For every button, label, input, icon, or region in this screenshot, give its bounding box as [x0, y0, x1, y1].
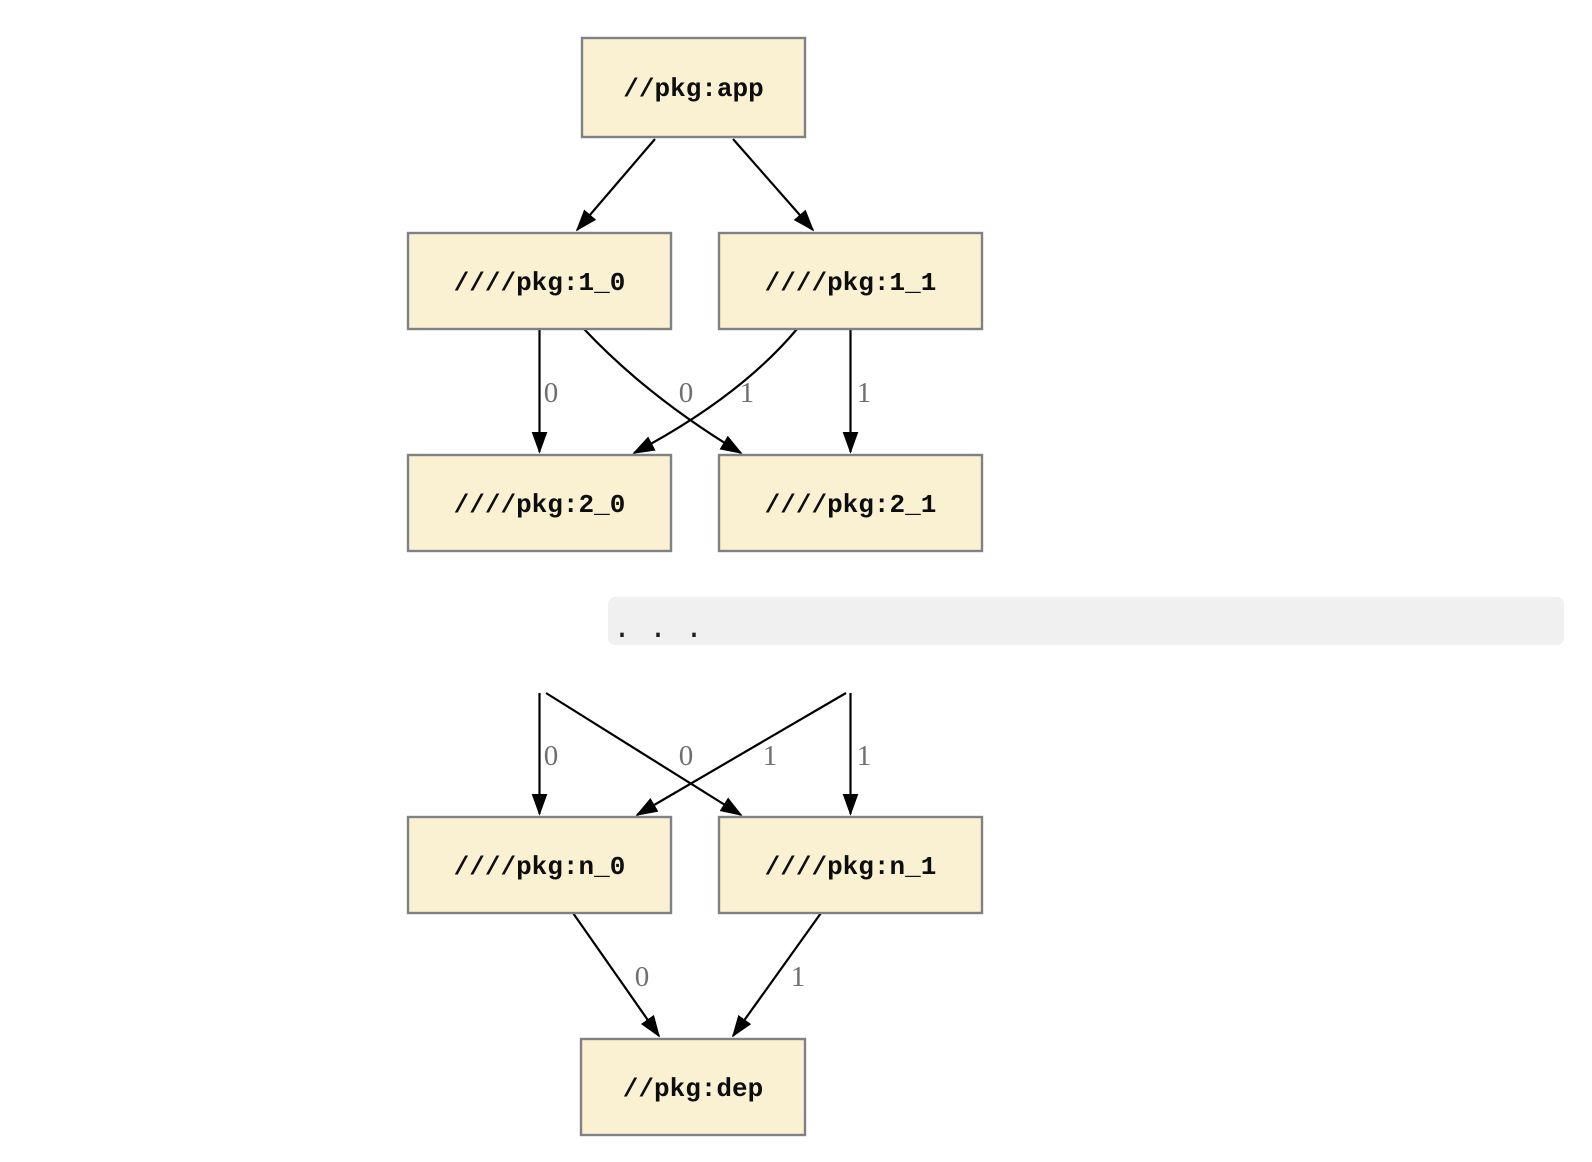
edge-label: 0	[544, 377, 559, 409]
node-pkg-n_1: ////pkg:n_1	[717, 815, 984, 915]
node-pkg-1_0: ////pkg:1_0	[406, 231, 673, 331]
node-box	[406, 231, 673, 331]
edge-label: 1	[740, 377, 755, 409]
edge-label: 0	[635, 961, 650, 993]
edge-elided-to-n_0-cross	[635, 692, 847, 816]
node-box	[406, 815, 673, 915]
edge-n_1-to-dep	[731, 912, 822, 1038]
node-label: ////pkg:1_0	[454, 268, 626, 298]
edge-label: 0	[679, 740, 694, 772]
ellipsis-block: . . .	[608, 597, 1564, 647]
node-pkg-n_0: ////pkg:n_0	[406, 815, 673, 915]
edge-elided-to-n_1-cross	[545, 692, 743, 816]
edge-app-to-1_1	[732, 138, 815, 232]
ellipsis-text: . . .	[613, 613, 703, 647]
edge-1_1-to-2_0	[632, 328, 798, 454]
node-label: ////pkg:2_1	[765, 490, 937, 520]
node-pkg-app: //pkg:app	[580, 36, 807, 139]
edge-app-to-1_0	[575, 138, 656, 232]
edge-label: 1	[857, 740, 872, 772]
node-box	[406, 453, 673, 553]
node-label: //pkg:app	[623, 74, 763, 104]
node-box	[717, 231, 984, 331]
node-label: ////pkg:n_1	[765, 852, 937, 882]
node-label: ////pkg:2_0	[454, 490, 626, 520]
edge-label: 1	[763, 740, 778, 772]
node-box	[717, 453, 984, 553]
node-box	[579, 1037, 807, 1137]
node-pkg-2_0: ////pkg:2_0	[406, 453, 673, 553]
node-box	[580, 36, 807, 139]
ellipsis-bar-background	[608, 597, 1564, 645]
edge-label: 0	[544, 740, 559, 772]
node-box	[717, 815, 984, 915]
edge-1_0-to-2_1	[583, 328, 743, 454]
edge-labels-group: 0 1 0 1 0 1 0 1 0 1	[544, 377, 872, 993]
node-label: ////pkg:n_0	[454, 852, 626, 882]
node-pkg-2_1: ////pkg:2_1	[717, 453, 984, 553]
node-label: //pkg:dep	[623, 1074, 763, 1104]
node-pkg-1_1: ////pkg:1_1	[717, 231, 984, 331]
edges-group	[531, 138, 859, 1038]
node-pkg-dep: //pkg:dep	[579, 1037, 807, 1137]
node-label: ////pkg:1_1	[765, 268, 937, 298]
edge-label: 1	[791, 961, 806, 993]
edge-label: 1	[857, 377, 872, 409]
edge-n_0-to-dep	[572, 912, 661, 1038]
nodes-group: //pkg:app ////pkg:1_0 ////pkg:1_1 ////pk…	[406, 36, 984, 1137]
edge-label: 0	[679, 377, 694, 409]
